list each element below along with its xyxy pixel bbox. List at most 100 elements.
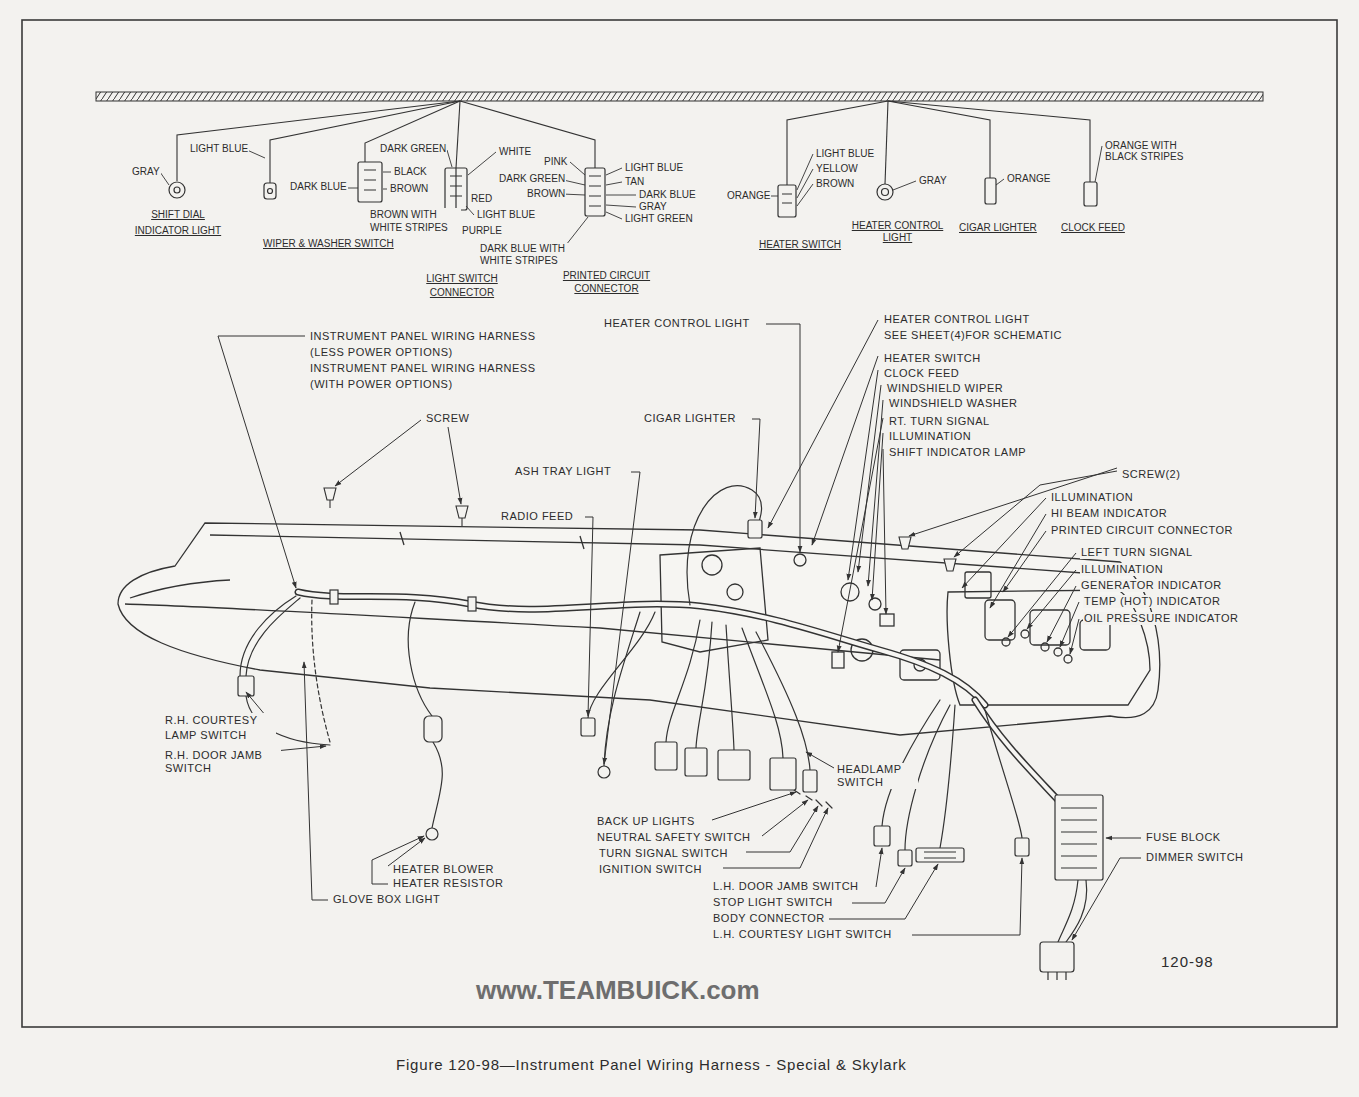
callout-label: ILLUMINATION: [1050, 491, 1134, 504]
connector-icon: [450, 168, 462, 210]
wiring-harness: [588, 612, 655, 718]
connector-icon: [1084, 182, 1097, 206]
figure-caption: Figure 120-98—Instrument Panel Wiring Ha…: [395, 1056, 908, 1074]
callout-label: HEATER CONTROL LIGHT: [883, 313, 1031, 326]
callout-label: INSTRUMENT PANEL WIRING HARNESS (LESS PO…: [309, 328, 556, 360]
callout-label: ILLUMINATION: [888, 430, 972, 443]
instrument-panel: [832, 652, 844, 668]
wire-color: LIGHT BLUE: [815, 148, 875, 160]
wire-color: YELLOW: [815, 163, 859, 175]
wire-lead: [606, 212, 622, 219]
page-frame: [22, 20, 1337, 1027]
leader-line: [883, 449, 886, 614]
component-name: HEATER CONTROL LIGHT: [844, 220, 951, 244]
instrument-panel: [965, 572, 991, 598]
leader-line: [852, 868, 905, 903]
wiring-harness: [240, 486, 1087, 942]
wiring-harness: [432, 742, 442, 828]
connector-icon: [264, 183, 276, 199]
plug-connector: [1061, 808, 1097, 868]
callout-label: HEATER CONTROL LIGHT: [603, 317, 751, 330]
instrument-panel: [118, 523, 1160, 735]
wiring-harness: [240, 486, 1087, 942]
instrument-panel: [1054, 648, 1062, 656]
callout-label: RT. TURN SIGNAL: [888, 415, 991, 428]
leader-line: [275, 746, 326, 751]
plug-connector: [748, 520, 762, 538]
wire-color: ORANGE: [1006, 173, 1051, 185]
figure-number: 120-98: [1160, 953, 1215, 970]
screw-symbol: [329, 500, 330, 508]
callout-label: CLOCK FEED: [883, 367, 960, 380]
wire-color: GRAY: [918, 175, 948, 187]
plug-connector: [598, 766, 610, 778]
callout-label: GLOVE BOX LIGHT: [332, 893, 441, 906]
callout-label: LEFT TURN SIGNAL: [1080, 546, 1194, 559]
callout-label: R.H. COURTESY LAMP SWITCH: [164, 713, 276, 743]
callout-label: INSTRUMENT PANEL WIRING HARNESS (WITH PO…: [309, 360, 556, 392]
wiring-harness: [298, 592, 985, 705]
wire-lead: [606, 205, 636, 207]
plug-connector: [770, 758, 796, 790]
feed-wire: [888, 101, 990, 178]
feed-wire: [456, 101, 460, 168]
wire-lead: [247, 150, 265, 158]
instrument-panel: [130, 580, 230, 598]
watermark: www.TEAMBUICK.com: [475, 975, 761, 1005]
plug-connector: [426, 828, 438, 840]
instrument-panel: [727, 584, 743, 600]
instrument-panel: [702, 555, 722, 575]
plug-connector: [1015, 838, 1029, 856]
wire-color: ORANGE WITH BLACK STRIPES: [1104, 140, 1198, 162]
callout-label: RADIO FEED: [500, 510, 574, 523]
wire-lead: [606, 168, 622, 175]
wire-lead: [1095, 146, 1102, 182]
wiring-harness: [742, 628, 783, 758]
leader-line: [838, 418, 883, 652]
wiring-harness: [985, 710, 1022, 838]
connector-icon: [358, 162, 382, 202]
component-name: SHIFT DIAL INDICATOR LIGHT: [127, 207, 229, 239]
leader-line: [304, 662, 328, 900]
wiring-harness: [1058, 880, 1078, 942]
wire-color: DARK BLUE: [289, 181, 348, 193]
callout-label: STOP LIGHT SWITCH: [712, 896, 834, 909]
wiring-harness: [246, 598, 300, 676]
instrument-panel: [118, 523, 1160, 735]
wiring-harness: [604, 612, 640, 766]
callout-label: TEMP (HOT) INDICATOR: [1083, 595, 1222, 608]
plug-connector: [1055, 795, 1103, 880]
leader-line: [912, 858, 1022, 935]
wiring-harness: [756, 632, 810, 770]
callout-label: SEE SHEET(4)FOR SCHEMATIC: [883, 329, 1063, 342]
callout-label: BACK UP LIGHTS: [596, 815, 696, 828]
instrument-panel: [1021, 630, 1029, 638]
feed-wire: [365, 101, 460, 162]
feed-wire: [787, 101, 888, 185]
wire-color: PINK: [543, 156, 568, 168]
callout-label: L.H. DOOR JAMB SWITCH: [712, 880, 860, 893]
instrument-panel: [794, 554, 806, 566]
callout-label: FUSE BLOCK: [1145, 831, 1222, 844]
callout-label: HEADLAMP SWITCH: [836, 763, 918, 789]
component-name: CLOCK FEED: [1060, 222, 1126, 234]
callout-label: GENERATOR INDICATOR: [1080, 579, 1223, 592]
wiring-harness: [726, 625, 734, 750]
callout-label: OIL PRESSURE INDICATOR: [1083, 612, 1239, 625]
wire-lead: [566, 217, 588, 245]
connector-icon: [782, 194, 792, 203]
plug-connector: [655, 742, 677, 770]
callout-label: HEATER BLOWER: [392, 863, 495, 876]
feed-wire: [460, 101, 595, 168]
leader-line: [604, 472, 640, 764]
wire-color: DARK BLUE: [638, 189, 697, 201]
wire-color: LIGHT BLUE: [189, 143, 249, 155]
leader-line: [335, 420, 421, 486]
instrument-panel: [1041, 643, 1049, 651]
callout-label: PRINTED CIRCUIT CONNECTOR: [1050, 524, 1234, 537]
component-name: HEATER SWITCH: [758, 239, 842, 251]
wiring-harness: [696, 622, 712, 748]
callout-label: HEATER SWITCH: [883, 352, 982, 365]
plug-connector: [924, 852, 956, 858]
callout-label: ILLUMINATION: [1080, 563, 1164, 576]
